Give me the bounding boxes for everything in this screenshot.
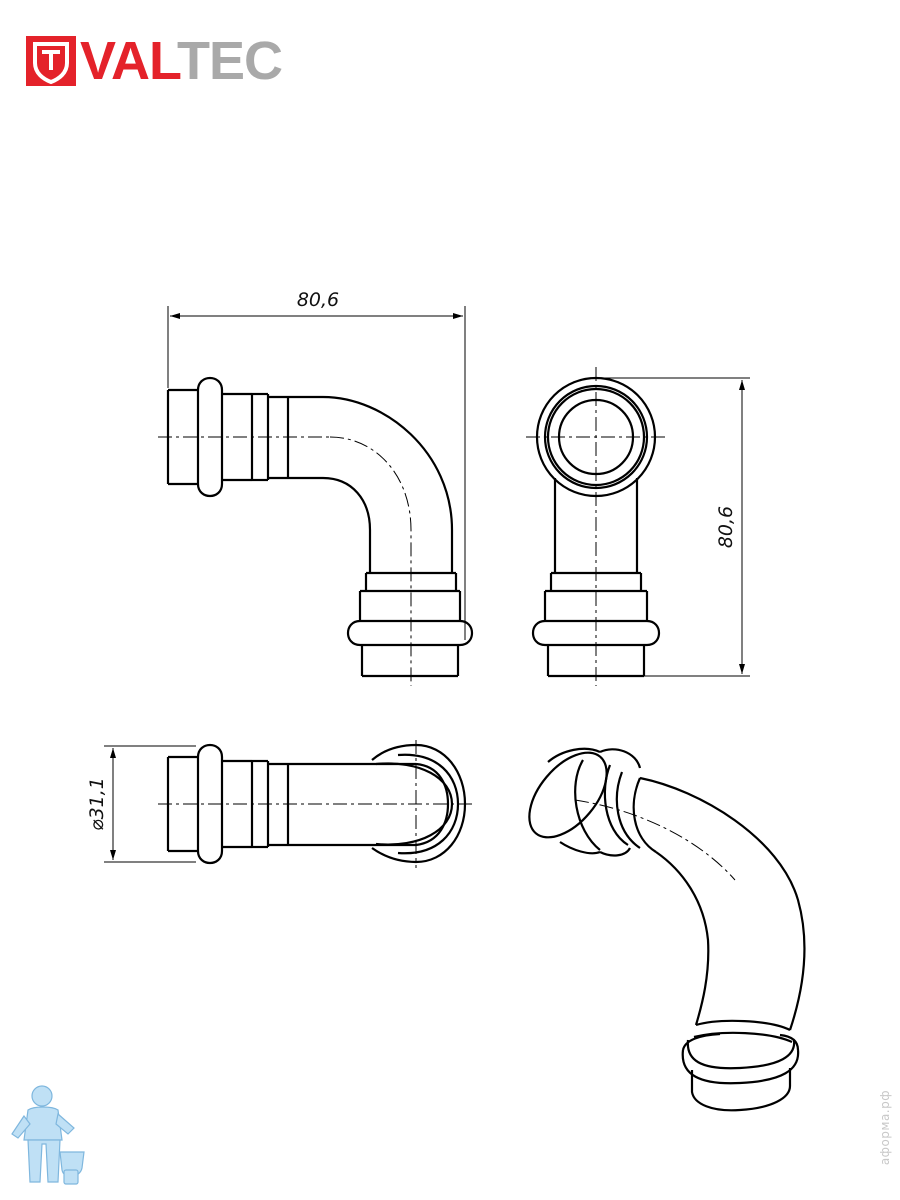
top-view-centerlines bbox=[158, 740, 476, 868]
brand-name-part2: TEC bbox=[176, 31, 283, 91]
top-diameter-dimension bbox=[104, 745, 196, 863]
brand-logo: VALTEC bbox=[26, 34, 283, 88]
plumber-mascot-icon bbox=[8, 1082, 88, 1199]
top-diameter-label: ⌀31,1 bbox=[86, 777, 108, 831]
front-view bbox=[166, 376, 474, 678]
brand-name-part1: VAL bbox=[80, 31, 178, 91]
front-width-dimension bbox=[167, 306, 466, 640]
brand-name: VALTEC bbox=[80, 34, 283, 88]
isometric-centerline bbox=[574, 799, 736, 881]
side-height-label: 80,6 bbox=[715, 506, 737, 548]
front-view-centerlines bbox=[158, 436, 412, 686]
side-height-dimension bbox=[600, 377, 750, 677]
valve-shield-icon bbox=[26, 36, 76, 86]
front-width-label: 80,6 bbox=[297, 289, 339, 311]
watermark-text: аформа.рф bbox=[878, 1090, 892, 1166]
side-view-centerlines bbox=[526, 367, 666, 686]
isometric-view bbox=[528, 747, 806, 1112]
